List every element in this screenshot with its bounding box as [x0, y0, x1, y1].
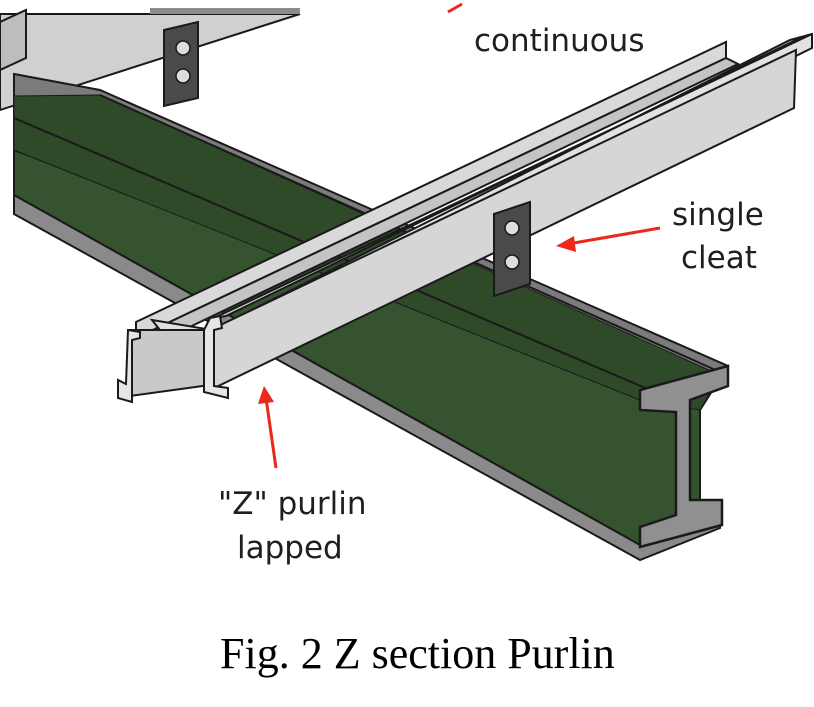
labels: continuous single cleat "Z" purlin lappe… — [218, 23, 764, 566]
i-beam-end-section — [638, 364, 730, 549]
arrow-z-purlin — [258, 386, 278, 469]
label-continuous: continuous — [474, 23, 645, 59]
single-cleat — [493, 200, 531, 298]
arrows — [258, 2, 661, 469]
label-z-purlin-line2: lapped — [237, 530, 343, 566]
arrow-single-cleat — [556, 226, 661, 252]
label-single-cleat-line1: single — [672, 197, 764, 233]
label-z-purlin-line1: "Z" purlin — [218, 486, 367, 522]
purlin-end-section — [117, 314, 229, 404]
upper-cleat — [163, 20, 199, 108]
figure-caption: Fig. 2 Z section Purlin — [220, 629, 615, 678]
label-single-cleat-line2: cleat — [681, 240, 757, 276]
arrow-continuous — [447, 2, 463, 14]
